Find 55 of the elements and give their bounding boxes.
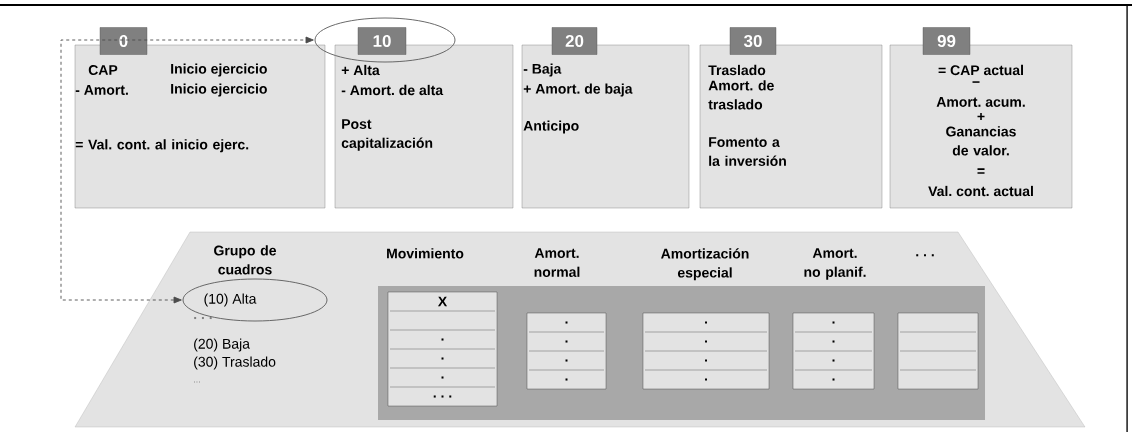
cell-text: . <box>705 321 707 324</box>
list-item: (30) Traslado <box>194 356 276 370</box>
card-text: CAP <box>88 65 118 75</box>
card-text: Inicio ejercicio <box>171 63 267 77</box>
number-badge: 20 <box>551 27 598 55</box>
cell-text: . <box>832 378 835 381</box>
card-text: + Amort. de baja <box>523 83 633 97</box>
number-badge: 99 <box>922 27 971 55</box>
card-text: Ganancias de valor. <box>946 126 1016 156</box>
card-text: Val. cont. actual <box>928 185 1033 197</box>
column-heading: Amort. normal <box>534 248 580 277</box>
list-item: ... <box>194 381 200 383</box>
cell-text: X <box>437 296 448 307</box>
card-text: = Val. cont. al inicio ejerc. <box>75 139 249 153</box>
cell-text: . <box>832 359 835 362</box>
cell-text: . <box>565 378 568 381</box>
cell-text: . <box>441 376 444 379</box>
dashed-arrow <box>60 36 314 304</box>
number-badge: 10 <box>357 27 407 55</box>
cell-text: . <box>705 359 707 362</box>
card-text: + Alta <box>341 64 380 76</box>
card-text: - Amort. <box>75 85 128 95</box>
card-text: Inicio ejercicio <box>171 83 267 97</box>
card-text: + <box>977 112 985 120</box>
cell-text: . <box>441 338 444 341</box>
card-text: Traslado <box>708 64 766 76</box>
column-heading: . . . <box>916 254 934 257</box>
card-text: = <box>977 168 985 174</box>
column-heading: Movimiento <box>387 248 464 259</box>
card-text: = CAP actual <box>938 64 1023 76</box>
cell-text: . <box>705 340 707 343</box>
card-text: Fomento a la inversión <box>709 137 786 166</box>
cell-text: . <box>565 359 568 362</box>
cell-text: . <box>565 340 568 343</box>
list-item: . . . <box>194 316 212 320</box>
cell-text: . <box>832 340 835 343</box>
table-column <box>897 312 979 390</box>
card-text: Amort. de traslado <box>708 80 774 110</box>
column-heading: Amort. no planif. <box>804 248 866 280</box>
card-text: Post capitalización <box>341 119 433 151</box>
list-item: (20) Baja <box>194 338 250 352</box>
cell-text: . <box>705 378 707 381</box>
cell-text: . <box>441 357 444 360</box>
card-text: - Baja <box>523 63 562 77</box>
number-badge: 30 <box>729 27 777 55</box>
card-text: − <box>972 81 980 83</box>
card-text: - Amort. de alta <box>341 84 444 96</box>
column-heading: Grupo de cuadros <box>214 245 277 275</box>
cell-text: . . . <box>433 395 452 398</box>
number-badge: 0 <box>99 27 148 55</box>
card-text: Amort. acum. <box>936 97 1025 107</box>
cell-text: . <box>832 321 835 324</box>
card-text: Anticipo <box>523 120 579 134</box>
cell-text: . <box>565 321 568 324</box>
column-heading: Amortización especial <box>661 248 749 281</box>
